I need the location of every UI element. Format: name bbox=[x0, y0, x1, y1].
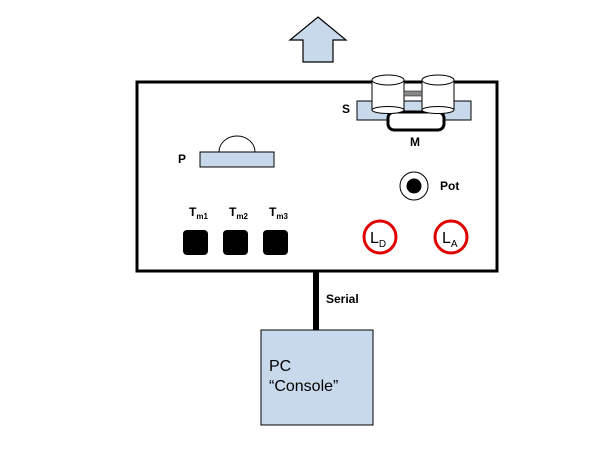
button-tm1[interactable]: Tm1 bbox=[183, 205, 208, 255]
serial-cable bbox=[313, 272, 319, 330]
ultrasonic-left-icon bbox=[371, 74, 405, 114]
button-label-main: T bbox=[229, 205, 237, 219]
motor-bracket bbox=[386, 110, 446, 132]
led-label-sub: A bbox=[451, 239, 458, 250]
ultrasonic-right-icon bbox=[421, 74, 455, 114]
led-label-main: L bbox=[370, 230, 379, 247]
knob-center bbox=[406, 178, 422, 194]
dome-icon bbox=[218, 135, 256, 153]
push-button-icon[interactable] bbox=[183, 230, 208, 255]
led-ld: LD bbox=[362, 219, 398, 255]
button-label-sub: m2 bbox=[236, 212, 248, 221]
sensor-label: S bbox=[342, 102, 350, 116]
button-label-main: T bbox=[269, 205, 277, 219]
led-icon bbox=[433, 219, 469, 255]
button-tm3[interactable]: Tm3 bbox=[263, 205, 288, 255]
pc-label: PC bbox=[269, 358, 291, 375]
push-button-icon[interactable] bbox=[223, 230, 248, 255]
part-p-label: P bbox=[178, 152, 186, 166]
button-label-sub: m1 bbox=[196, 212, 208, 221]
button-tm2[interactable]: Tm2 bbox=[223, 205, 248, 255]
up-arrow-icon bbox=[288, 16, 348, 63]
led-label-main: L bbox=[442, 230, 451, 247]
svg-text:LA: LA bbox=[442, 230, 458, 250]
pot-label: Pot bbox=[440, 179, 459, 193]
svg-text:Tm2: Tm2 bbox=[229, 205, 248, 221]
svg-text:Tm1: Tm1 bbox=[189, 205, 208, 221]
serial-label: Serial bbox=[326, 292, 359, 306]
console-label: “Console” bbox=[269, 378, 338, 395]
svg-text:Tm3: Tm3 bbox=[269, 205, 288, 221]
led-la: LA bbox=[433, 219, 469, 255]
push-button-icon[interactable] bbox=[263, 230, 288, 255]
motor-label: M bbox=[410, 135, 420, 149]
pc-console-box bbox=[260, 329, 374, 426]
led-label-sub: D bbox=[379, 239, 386, 250]
part-p-bar bbox=[199, 151, 275, 168]
button-label-sub: m3 bbox=[276, 212, 288, 221]
button-label-main: T bbox=[189, 205, 197, 219]
sensor-connector bbox=[403, 90, 423, 97]
svg-text:LD: LD bbox=[370, 230, 386, 250]
led-icon bbox=[362, 219, 398, 255]
